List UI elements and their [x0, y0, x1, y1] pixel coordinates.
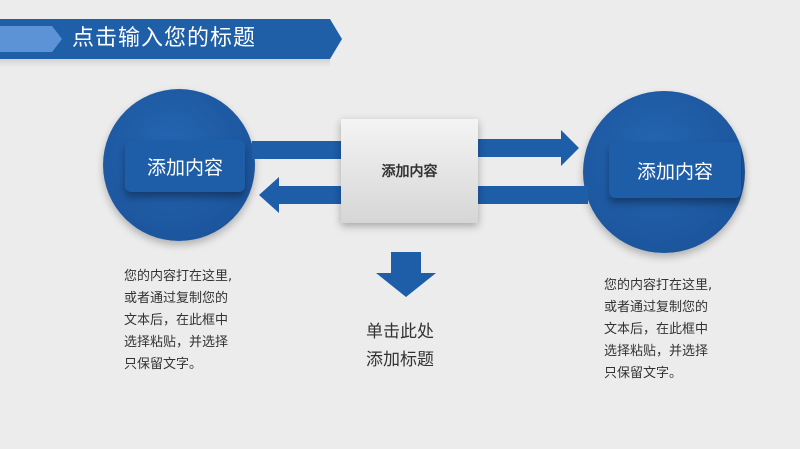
center-box[interactable]: 添加内容 [341, 119, 478, 223]
left-arrow-icon [259, 177, 279, 213]
center-title[interactable]: 单击此处 添加标题 [366, 322, 434, 370]
right-arrow-icon [561, 130, 579, 166]
header-accent-tab [0, 26, 62, 52]
right-circle-label[interactable]: 添加内容 [609, 142, 741, 198]
slide-title[interactable]: 点击输入您的标题 [72, 26, 257, 51]
top-arrow-shaft-right [478, 139, 563, 157]
down-arrow-shaft [391, 252, 421, 274]
bottom-arrow-shaft-left [278, 186, 348, 204]
left-paragraph[interactable]: 您的内容打在这里, 或者通过复制您的 文本后，在此框中 选择粘贴，并选择 只保留… [124, 269, 233, 372]
header-shadow [0, 59, 330, 67]
top-arrow-shaft-left [252, 141, 347, 159]
left-circle-label[interactable]: 添加内容 [125, 140, 245, 192]
right-paragraph[interactable]: 您的内容打在这里, 或者通过复制您的 文本后，在此框中 选择粘贴，并选择 只保留… [604, 278, 713, 381]
center-box-label: 添加内容 [381, 164, 438, 180]
bottom-arrow-shaft-right [478, 186, 588, 204]
down-arrow-icon [376, 273, 436, 297]
